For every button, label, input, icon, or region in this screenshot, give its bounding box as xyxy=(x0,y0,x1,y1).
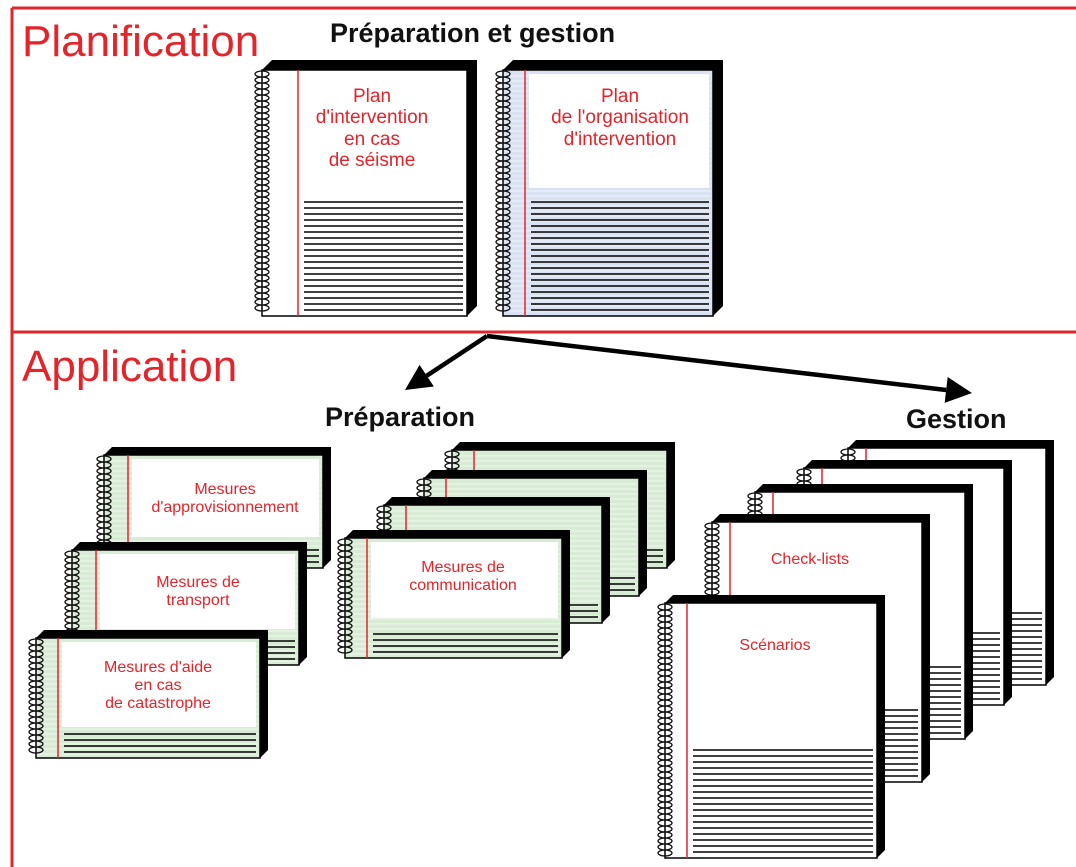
header-preparation-et-gestion: Préparation et gestion xyxy=(330,18,616,48)
section-title-application: Application xyxy=(22,342,238,391)
notebook-label-approvisionnement: Mesures d'approvisionnement xyxy=(151,481,299,516)
header-gestion: Gestion xyxy=(906,404,1007,434)
notebook-label-plan-intervention-seisme: Plan d'intervention en cas de séisme xyxy=(315,86,429,171)
notebook-plan-organisation xyxy=(495,60,723,317)
notebook-label-communication: Mesures de communication xyxy=(409,559,517,594)
notebook-plan-intervention-seisme xyxy=(254,60,477,317)
notebook-aide-catastrophe xyxy=(28,630,268,759)
notebook-label-check-lists: Check-lists xyxy=(770,551,850,568)
notebook-label-plan-organisation: Plan de l'organisation d'intervention xyxy=(551,86,689,150)
notebook-label-scenarios: Scénarios xyxy=(739,637,811,654)
arrow-to-preparation xyxy=(405,334,489,390)
header-preparation: Préparation xyxy=(325,402,476,432)
section-frame xyxy=(10,6,1076,867)
notebook-scenarios xyxy=(657,595,885,859)
notebook-label-transport: Mesures de transport xyxy=(156,574,240,609)
arrow-to-gestion xyxy=(486,333,972,403)
notebook-label-aide-catastrophe: Mesures d'aide en cas de catastrophe xyxy=(104,659,212,712)
notebook-communication xyxy=(337,530,570,659)
flow-arrows xyxy=(405,333,972,403)
section-title-planification: Planification xyxy=(22,17,260,66)
